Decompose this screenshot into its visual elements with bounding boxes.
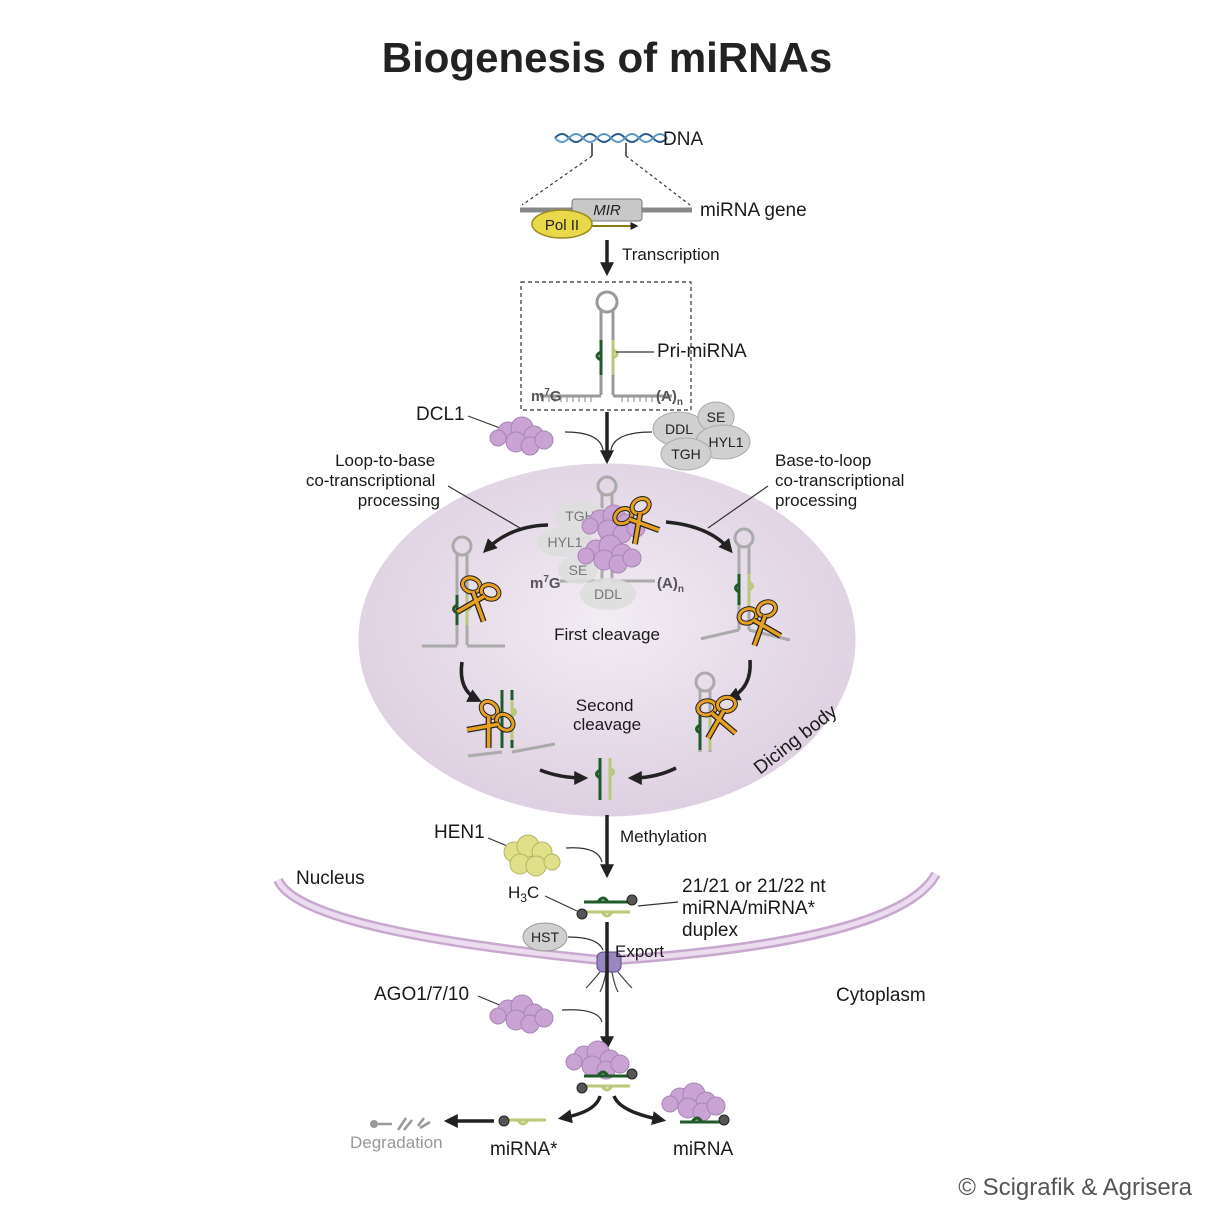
hen1-label: HEN1 (434, 822, 485, 843)
dcl1-protein (489, 416, 554, 456)
lower-left-intermediate (463, 690, 556, 758)
hst-join-line (567, 936, 604, 951)
m7g-label-center: m7G (530, 574, 561, 592)
base-to-loop-label: Base-to-loop co-transcriptional processi… (775, 451, 909, 510)
pri-mirna-label: Pri-miRNA (657, 341, 747, 362)
m7g-label-top: m7G (531, 387, 562, 405)
right-down-arrow (726, 659, 752, 701)
hen1-protein (503, 834, 561, 877)
mirna-ago-complex (661, 1082, 730, 1126)
pol2-label: Pol II (545, 217, 579, 234)
hen1-join-line (565, 847, 603, 863)
ddl-label: DDL (665, 421, 693, 437)
dna-helix (521, 133, 691, 206)
tgh-protein (660, 437, 712, 471)
hst-protein (522, 922, 568, 952)
mir-label: MIR (593, 202, 621, 219)
duplex-leader (637, 901, 679, 907)
loop-to-base-leader (447, 485, 521, 529)
page-title: Biogenesis of miRNAs (382, 34, 832, 81)
left-hairpin (422, 535, 505, 648)
h3c-label: H3C (508, 883, 539, 905)
mir-gene: MIR Pol II (520, 198, 692, 239)
ago-loaded-duplex (565, 1040, 638, 1094)
duplex-label: 21/21 or 21/22 nt miRNA/miRNA* duplex (682, 876, 831, 941)
ago-join-line (561, 1009, 603, 1023)
ago-leader (477, 995, 503, 1007)
central-hyl1-label: HYL1 (547, 534, 582, 550)
dcl1-leader (467, 415, 501, 429)
base-to-loop-leader (707, 485, 769, 529)
arrow-to-mirna-star (557, 1095, 602, 1124)
nuclear-membrane (273, 871, 941, 993)
se-label: SE (707, 409, 726, 425)
export-label: Export (615, 942, 664, 961)
dna-label: DNA (663, 129, 703, 150)
dcl1-label: DCL1 (416, 404, 465, 425)
central-se-label: SE (569, 562, 588, 578)
left-down-arrow (459, 661, 482, 702)
duplex-in-body (595, 758, 615, 800)
ago-protein (489, 994, 554, 1034)
mirna-gene-label: miRNA gene (700, 200, 807, 221)
arrow-to-left-path (483, 523, 549, 553)
transcription-label: Transcription (622, 245, 720, 264)
cytoplasm-label: Cytoplasm (836, 985, 926, 1006)
copyright-text: © Scigrafik & Agrisera (958, 1174, 1192, 1201)
methylated-duplex (576, 894, 638, 920)
polya-label-center: (A)n (657, 575, 684, 595)
hyl1-label: HYL1 (708, 434, 743, 450)
arrow-to-right-path (665, 520, 733, 554)
arrow-left-to-duplex (539, 768, 589, 785)
methylation-label: Methylation (620, 827, 707, 846)
central-processing-complex: TGH HYL1 SE DDL (537, 475, 663, 610)
ago-label: AGO1/7/10 (374, 984, 469, 1005)
degradation-label: Degradation (350, 1133, 443, 1152)
right-hairpin (700, 527, 791, 647)
h3c-leader (544, 895, 578, 912)
pri-mirna-box (520, 281, 692, 411)
mirna-label: miRNA (673, 1139, 733, 1160)
arrow-right-to-duplex (627, 766, 677, 785)
arrow-to-mirna (612, 1095, 667, 1126)
pol2-enzyme (531, 209, 593, 239)
tgh-label: TGH (671, 446, 701, 462)
mirna-star-strand (498, 1115, 546, 1127)
lower-right-intermediate (696, 671, 741, 752)
nuclear-pore (596, 951, 622, 973)
pri-mirna-hairpin (540, 290, 672, 402)
processing-complex: DDL SE HYL1 TGH (652, 401, 751, 471)
nucleus-label: Nucleus (296, 868, 365, 889)
hst-label: HST (531, 929, 559, 945)
dcl1-join-line (564, 431, 604, 451)
complex-join-line (610, 431, 653, 451)
mirna-star-label: miRNA* (490, 1139, 558, 1160)
loop-to-base-label: Loop-to-base co-transcriptional processi… (306, 451, 440, 510)
degradation-fragments (370, 1117, 431, 1131)
polya-label-top: (A)n (656, 388, 683, 408)
central-ddl-label: DDL (594, 586, 622, 602)
second-cleavage-label: Second cleavage (573, 696, 641, 734)
first-cleavage-label: First cleavage (554, 625, 660, 644)
